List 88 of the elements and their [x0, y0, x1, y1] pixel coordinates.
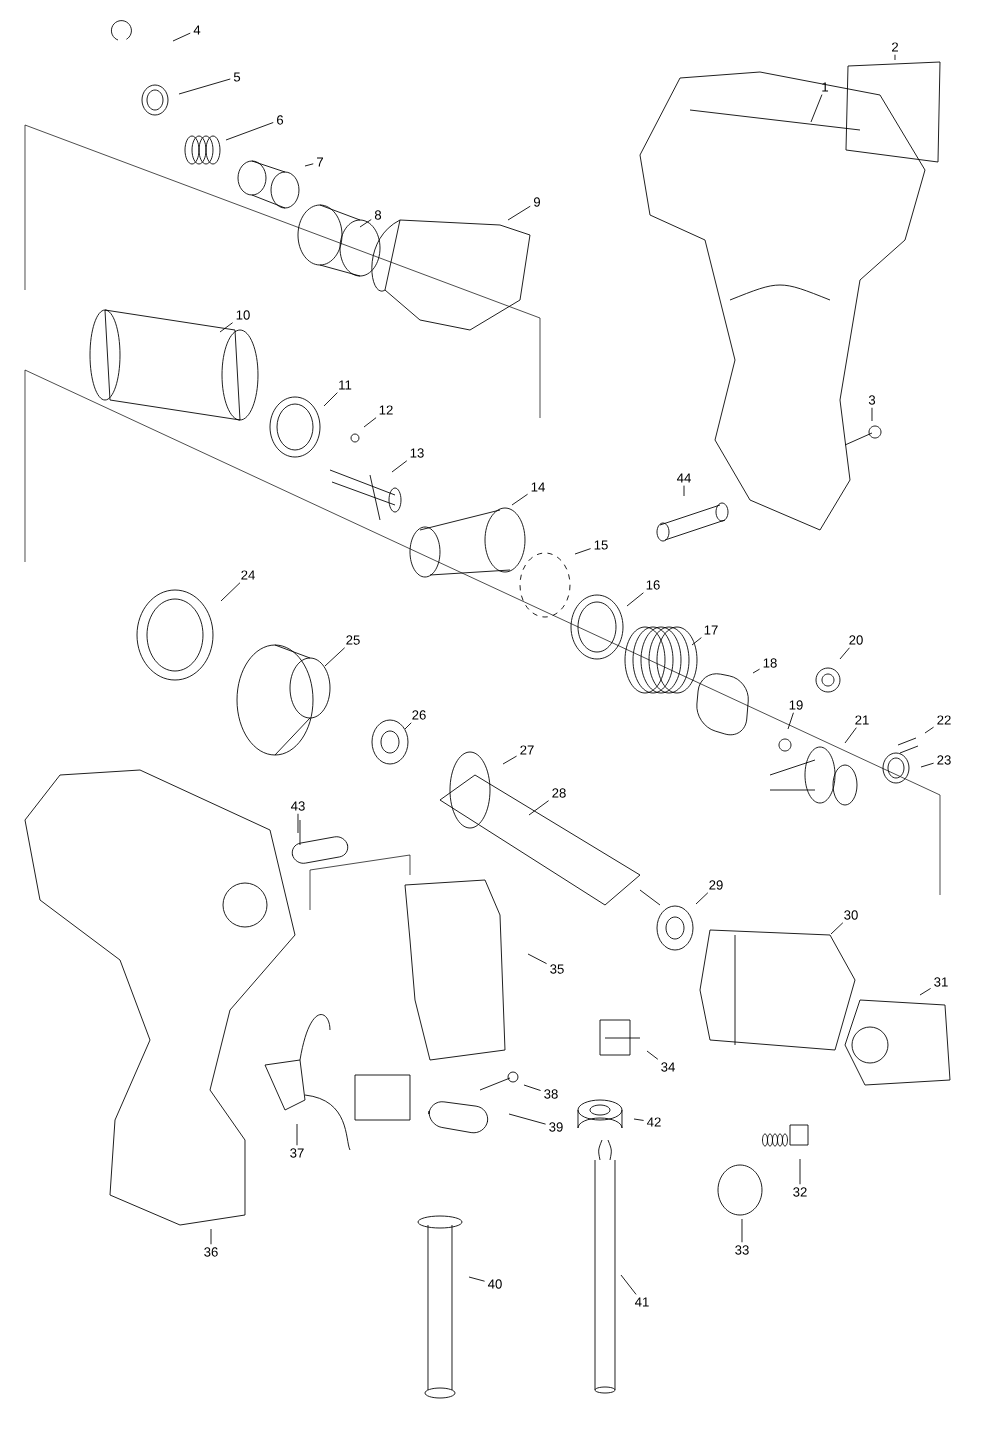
callout-number: 14: [531, 482, 545, 492]
leader-line: [626, 592, 644, 607]
leader-line: [296, 1123, 298, 1146]
leader-line: [646, 1050, 659, 1060]
callout-number: 4: [193, 25, 201, 35]
callout-number: 38: [544, 1089, 558, 1099]
leader-line: [363, 417, 377, 428]
leader-line: [324, 647, 346, 667]
leader-line: [924, 726, 935, 734]
leader-line: [691, 637, 702, 646]
callout-number: 16: [646, 580, 660, 590]
callout-number: 1: [822, 82, 829, 92]
leader-line: [741, 1218, 743, 1243]
callout-number: 44: [676, 473, 691, 483]
leader-line: [752, 668, 761, 674]
callout-number: 26: [412, 710, 426, 720]
leader-line: [468, 1276, 486, 1282]
callout-number: 8: [374, 210, 382, 220]
callout-number: 13: [410, 448, 424, 458]
callout-number: 12: [379, 405, 393, 415]
callout-number: 32: [793, 1187, 807, 1197]
leader-line: [810, 94, 823, 123]
callout-number: 15: [594, 540, 608, 550]
leader-line: [528, 800, 550, 816]
callout-number: 35: [550, 964, 564, 974]
callout-number: 22: [937, 715, 951, 725]
leader-line: [695, 892, 709, 905]
leader-line: [220, 582, 241, 602]
leader-line: [527, 953, 548, 965]
callout-number: 19: [789, 700, 803, 710]
callout-number: 36: [204, 1247, 218, 1257]
leader-line: [844, 727, 857, 744]
callout-number: 31: [934, 977, 948, 987]
callout-number: 33: [735, 1245, 749, 1255]
leader-line: [894, 54, 896, 61]
leader-line: [502, 755, 518, 765]
leader-line: [683, 485, 685, 497]
leader-line: [323, 392, 338, 407]
leader-line: [511, 493, 529, 506]
leader-line: [507, 205, 531, 221]
callout-number: 3: [868, 395, 876, 405]
leader-line: [508, 1113, 547, 1125]
leader-line: [830, 922, 844, 935]
callout-number: 29: [709, 880, 723, 890]
callout-number: 23: [937, 755, 951, 765]
leader-line: [787, 712, 794, 730]
callout-number: 9: [533, 197, 541, 207]
leader-line: [404, 722, 412, 730]
callout-number: 17: [704, 625, 718, 635]
callout-number: 34: [661, 1062, 675, 1072]
callout-number: 41: [635, 1297, 649, 1307]
callout-number: 20: [849, 635, 863, 645]
callout-number: 18: [763, 658, 777, 668]
callout-number: 11: [339, 380, 352, 390]
callout-number: 21: [855, 715, 869, 725]
callout-number: 5: [233, 72, 241, 82]
leader-line: [620, 1274, 637, 1295]
callout-number: 42: [646, 1117, 661, 1127]
leader-line: [219, 322, 234, 333]
callout-number: 7: [317, 157, 323, 167]
leader-line: [523, 1084, 542, 1091]
callout-number: 6: [277, 115, 284, 125]
leader-line: [225, 122, 274, 141]
callout-number: 24: [241, 570, 255, 580]
callout-number: 27: [520, 745, 534, 755]
leader-line: [210, 1228, 212, 1245]
leader-line: [839, 647, 850, 660]
leader-line: [574, 548, 592, 555]
leader-line: [304, 163, 314, 167]
leader-line: [172, 32, 191, 42]
callout-number: 43: [290, 801, 305, 811]
leader-line: [178, 78, 231, 95]
leader-line: [391, 460, 408, 473]
leader-line: [920, 762, 935, 768]
leader-line: [799, 1158, 801, 1185]
leader-line: [919, 988, 932, 996]
callout-number: 28: [552, 788, 566, 798]
callout-number: 40: [488, 1279, 502, 1289]
leader-line: [359, 219, 372, 228]
leader-line: [871, 407, 873, 422]
callout-number: 10: [236, 310, 250, 320]
callout-number: 30: [844, 910, 858, 920]
callout-number: 37: [290, 1148, 304, 1158]
leader-line: [633, 1118, 645, 1121]
callout-number: 2: [892, 42, 898, 52]
callout-number: 25: [346, 635, 360, 645]
leader-line: [297, 813, 299, 834]
callout-number: 39: [549, 1122, 563, 1132]
